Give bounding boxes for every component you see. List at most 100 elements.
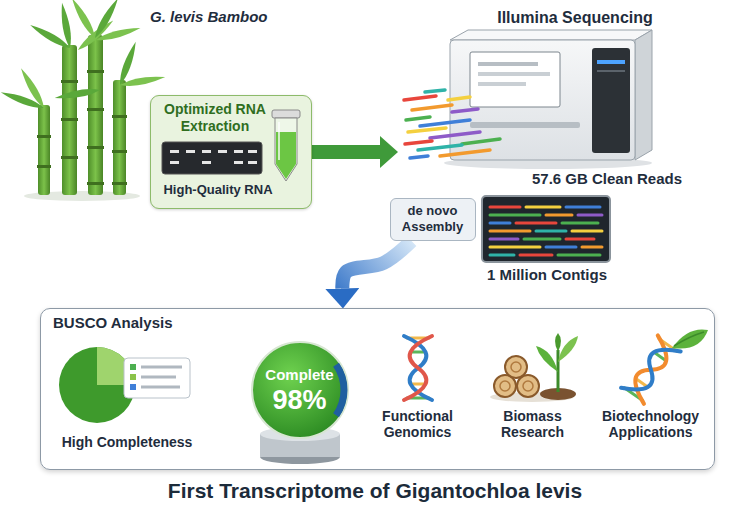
contig-lines (566, 238, 594, 241)
bamboo-leaves (69, 0, 98, 40)
biomass-icon (511, 362, 521, 372)
contig-lines (490, 207, 602, 255)
biomass-icon (505, 356, 527, 378)
gel-bands (170, 150, 179, 153)
bamboo-nodes (87, 70, 104, 73)
sequencer-illustration (478, 62, 538, 66)
bamboo-leaves (0, 0, 166, 111)
pie-chart-icon (141, 366, 182, 369)
completeness-item: High Completeness (50, 334, 205, 464)
pie-chart-icon (141, 386, 180, 389)
process-box: Optimized RNA ExtractionHigh-Quality RNA (150, 95, 312, 209)
bamboo-leaves (54, 87, 101, 102)
sequencer-illustration (597, 60, 625, 64)
biomass-icon (517, 375, 539, 397)
contig-lines (490, 206, 520, 209)
pie-chart-icon (130, 364, 136, 370)
biotech-icon (672, 329, 708, 348)
sequencer-illustration (597, 70, 625, 72)
contigs-screen (482, 196, 610, 262)
rna-extraction-illustration (275, 118, 297, 181)
biotech-icon (621, 329, 708, 403)
data-streams (410, 156, 428, 158)
data-streams (404, 96, 436, 100)
gel-bands (202, 150, 211, 153)
analysis-panel: BUSCO AnalysisHigh Completeness Complete9… (40, 308, 715, 470)
contig-lines (490, 230, 530, 233)
gel-bands (248, 161, 257, 164)
step-result: 57.6 GB Clean Reads (518, 170, 696, 188)
contig-lines (490, 214, 540, 217)
gel-bands (202, 161, 211, 164)
biotech-icon (621, 335, 681, 403)
contig-lines (520, 254, 552, 257)
bamboo-nodes (61, 118, 78, 121)
sequencer-illustration (470, 122, 580, 128)
biotech-icon (655, 353, 665, 360)
biomass-icon (523, 381, 533, 391)
bamboo-nodes (37, 165, 51, 168)
pie-chart-icon (59, 347, 190, 423)
bamboo-nodes (61, 80, 78, 83)
sequencer-illustration (470, 52, 560, 107)
contig-lines (516, 222, 556, 225)
bamboo-nodes (37, 70, 127, 185)
application-item: Biomass Research (478, 332, 588, 464)
circle-value: 98% (250, 384, 350, 416)
data-streams (406, 117, 430, 120)
sequencer-illustration (404, 30, 652, 169)
circle-label: Complete (250, 366, 350, 384)
dna-icon (412, 351, 424, 354)
data-streams (404, 90, 500, 158)
dna-icon (404, 336, 432, 400)
sequencer-illustration (450, 40, 635, 160)
biomass-icon (490, 333, 578, 402)
flow-swoosh (342, 241, 411, 288)
step-caption: High-Quality RNA (157, 182, 279, 198)
data-streams (408, 128, 446, 132)
contig-lines (566, 206, 600, 209)
biotech-icon (637, 379, 647, 386)
step-title: Optimized RNA Extraction (159, 101, 271, 135)
step-title: de novo Assembly (395, 203, 470, 234)
sequencer-illustration (478, 72, 550, 76)
bamboo-illustration (38, 105, 50, 195)
sequencer-illustration (592, 48, 630, 153)
data-streams (405, 141, 432, 144)
data-streams (412, 105, 452, 110)
contig-lines (546, 246, 576, 249)
pie-chart-icon (130, 374, 136, 380)
biotech-icon (674, 332, 704, 346)
item-label: Functional Genomics (358, 408, 478, 442)
contig-lines (524, 238, 560, 241)
sequencer-illustration (450, 30, 652, 40)
sequencer-illustration (635, 30, 652, 160)
contig-lines (526, 206, 560, 209)
gel-bands (170, 161, 179, 164)
bamboo-nodes (87, 182, 104, 185)
dna-icon (404, 336, 432, 400)
item-label: High Completeness (50, 434, 205, 451)
contig-lines (490, 238, 518, 241)
bamboo-illustration (62, 45, 77, 195)
panel-heading: BUSCO Analysis (53, 314, 273, 332)
bamboo-leaves (18, 66, 47, 109)
bamboo-nodes (112, 150, 127, 153)
item-label: Biotechnology Applications (592, 408, 710, 442)
step-result: 1 Million Contigs (478, 266, 616, 284)
rna-extraction-illustration (162, 142, 262, 174)
gel-bands (170, 150, 257, 164)
bamboo-nodes (87, 146, 104, 149)
pie-chart-icon (130, 384, 136, 390)
gel-bands (248, 150, 257, 153)
bamboo-leaves (59, 2, 74, 49)
bamboo-leaves (119, 74, 166, 89)
contig-lines (546, 214, 572, 217)
diagram-title: First Transcriptome of Gigantochloa levi… (0, 478, 750, 503)
biomass-icon (558, 336, 578, 362)
sequencer-group: Illumina Sequencing57.6 GB Clean Reads (398, 6, 698, 192)
bamboo-nodes (112, 182, 127, 185)
data-streams (462, 139, 500, 144)
contig-lines (572, 230, 602, 233)
